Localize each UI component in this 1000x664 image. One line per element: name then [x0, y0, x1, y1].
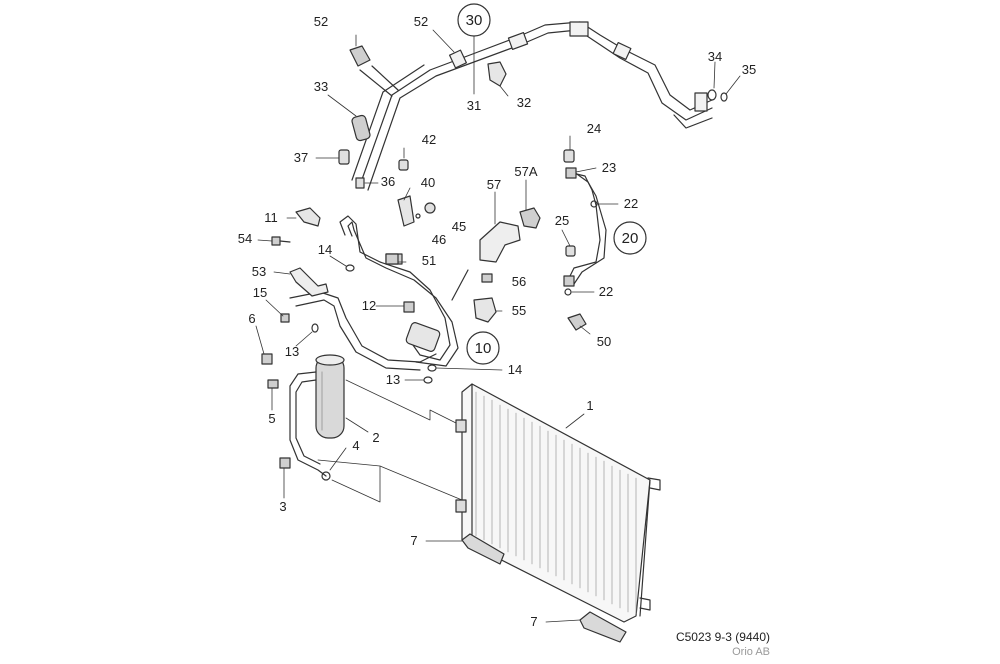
- part-3-bolt: [279, 457, 291, 469]
- callout-20-text: 20: [622, 230, 639, 247]
- callout-20: 20: [613, 221, 647, 255]
- part-13-seal: [311, 323, 319, 333]
- part-2-receiver-drier: [315, 354, 345, 439]
- part-11-valve: [295, 207, 321, 227]
- part-13-seal-lower: [423, 376, 433, 384]
- label-33: 33: [314, 79, 328, 94]
- label-52-second: 52: [414, 14, 428, 29]
- label-53: 53: [252, 264, 266, 279]
- callout-30-text: 30: [466, 12, 483, 29]
- part-55-clamp: [473, 297, 497, 323]
- part-56-bolt: [481, 273, 493, 283]
- label-15: 15: [253, 285, 267, 300]
- label-36: 36: [381, 174, 395, 189]
- label-34: 34: [708, 49, 722, 64]
- part-52-sleeve: [349, 45, 399, 97]
- label-14-second: 14: [508, 362, 522, 377]
- part-37-cap: [338, 149, 350, 165]
- label-57a: 57A: [514, 164, 537, 179]
- label-25: 25: [555, 213, 569, 228]
- label-14: 14: [318, 242, 332, 257]
- label-2: 2: [372, 430, 379, 445]
- label-3: 3: [279, 499, 286, 514]
- part-12-bolt: [403, 301, 415, 313]
- label-5: 5: [268, 411, 275, 426]
- part-4-pipe: [289, 371, 331, 481]
- label-4: 4: [352, 438, 359, 453]
- part-7-pad-lower: [579, 611, 627, 643]
- part-24-cap: [563, 149, 575, 163]
- part-34-oring: [707, 89, 717, 101]
- label-6: 6: [248, 311, 255, 326]
- part-14-seal: [345, 264, 355, 272]
- label-52: 52: [314, 14, 328, 29]
- reference-line: [345, 379, 463, 427]
- part-57-bracket: [451, 221, 521, 301]
- label-22-second: 22: [599, 284, 613, 299]
- label-56: 56: [512, 274, 526, 289]
- reference-line-2: [317, 459, 463, 503]
- label-55: 55: [512, 303, 526, 318]
- label-32: 32: [517, 95, 531, 110]
- label-50: 50: [597, 334, 611, 349]
- part-5-bolt: [267, 379, 279, 389]
- label-37: 37: [294, 150, 308, 165]
- label-54: 54: [238, 231, 252, 246]
- label-42: 42: [422, 132, 436, 147]
- part-50-valve: [567, 313, 587, 331]
- label-23: 23: [602, 160, 616, 175]
- part-14-seal-lower: [427, 364, 437, 372]
- ac-hose-20: [563, 167, 607, 287]
- label-7-second: 7: [530, 614, 537, 629]
- leader-lines: [255, 29, 741, 623]
- label-51: 51: [422, 253, 436, 268]
- label-24: 24: [587, 121, 601, 136]
- part-46-seal: [415, 213, 421, 219]
- part-33-sleeve: [351, 114, 371, 142]
- part-15-nut: [280, 313, 290, 323]
- part-51-clip: [385, 253, 399, 265]
- label-57: 57: [487, 177, 501, 192]
- label-45: 45: [452, 219, 466, 234]
- part-25-cap: [565, 245, 576, 257]
- label-46: 46: [432, 232, 446, 247]
- part-labels: 52 52 33 31 32 34 35 37 42 36 40 45 46 1…: [238, 14, 756, 629]
- label-7: 7: [410, 533, 417, 548]
- label-13-second: 13: [386, 372, 400, 387]
- callout-10-text: 10: [475, 340, 492, 357]
- part-36-nut: [355, 177, 365, 189]
- label-12: 12: [362, 298, 376, 313]
- label-1: 1: [586, 398, 593, 413]
- part-42-cap: [398, 159, 409, 171]
- part-53-bracket: [289, 267, 329, 297]
- ac-hose-30: [351, 21, 713, 191]
- label-11: 11: [264, 210, 278, 225]
- part-7-pad: [461, 533, 505, 565]
- label-13: 13: [285, 344, 299, 359]
- part-45-valve: [424, 202, 436, 214]
- part-6-bolt: [261, 353, 273, 365]
- part-1-condenser: [455, 383, 661, 623]
- part-40-valve: [397, 195, 415, 227]
- part-57a-clip: [519, 207, 541, 229]
- label-35: 35: [742, 62, 756, 77]
- publisher-credit: Orio AB: [732, 646, 770, 658]
- part-22-seal-lower: [564, 288, 572, 296]
- part-22-seal: [590, 200, 598, 208]
- callout-10: 10: [466, 331, 500, 365]
- label-31: 31: [467, 98, 481, 113]
- label-40: 40: [421, 175, 435, 190]
- diagram-code: C5023 9-3 (9440): [675, 630, 770, 644]
- part-32-bracket: [487, 61, 507, 87]
- part-35-oring: [720, 92, 728, 102]
- label-22: 22: [624, 196, 638, 211]
- callout-30: 30: [457, 3, 491, 37]
- part-54-bolt: [271, 236, 291, 246]
